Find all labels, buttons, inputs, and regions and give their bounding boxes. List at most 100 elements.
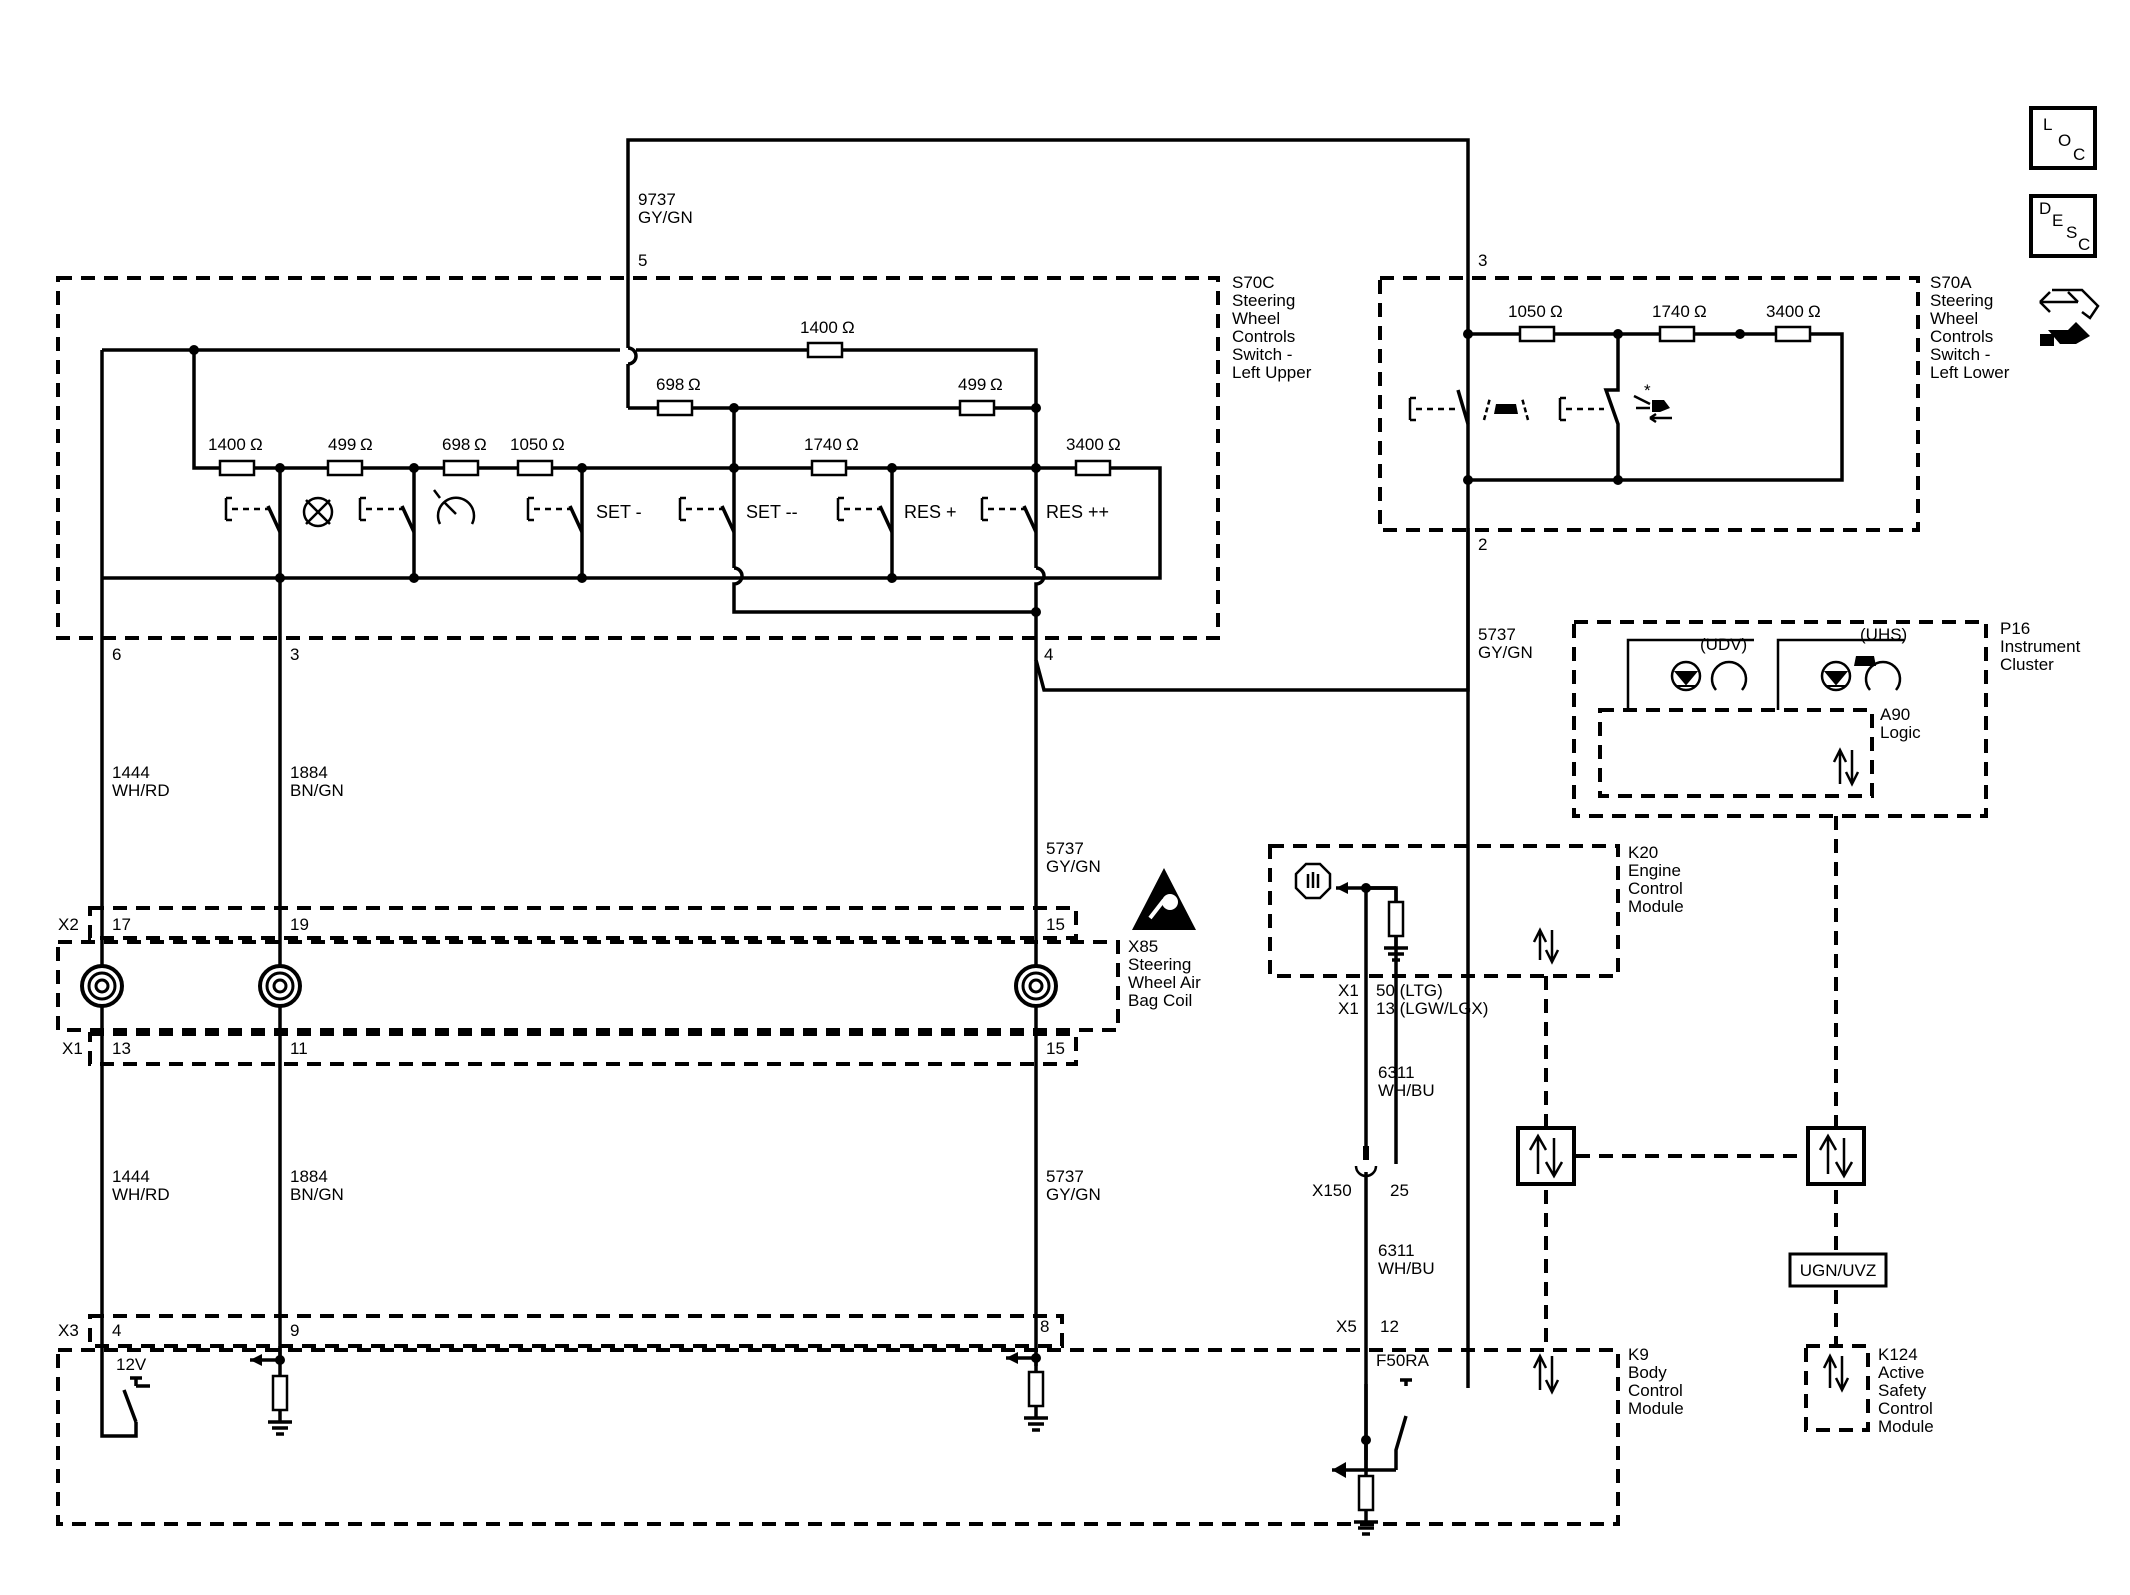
svg-text:2: 2 — [1478, 535, 1487, 554]
svg-text:Module: Module — [1628, 1399, 1684, 1418]
svg-text:WH/BU: WH/BU — [1378, 1081, 1435, 1100]
svg-text:12V: 12V — [116, 1355, 147, 1374]
switch-actuators-lower — [1408, 396, 1604, 422]
svg-text:Ω: Ω — [1694, 302, 1707, 321]
svg-text:Control: Control — [1628, 879, 1683, 898]
switch-actuators — [224, 496, 1026, 522]
svg-text:S70A: S70A — [1930, 273, 1972, 292]
svg-text:C: C — [2078, 235, 2090, 254]
svg-text:698: 698 — [442, 435, 470, 454]
svg-text:12: 12 — [1380, 1317, 1399, 1336]
svg-text:1050: 1050 — [510, 435, 548, 454]
distance-setting-icon: * — [1633, 381, 1672, 424]
svg-text:F50RA: F50RA — [1376, 1351, 1430, 1370]
svg-text:Control: Control — [1628, 1381, 1683, 1400]
svg-text:Ω: Ω — [688, 375, 701, 394]
svg-text:X85: X85 — [1128, 937, 1158, 956]
svg-text:5: 5 — [638, 251, 647, 270]
svg-text:4: 4 — [1044, 645, 1053, 664]
a90-logic: A90 Logic — [1598, 705, 1921, 798]
svg-text:17: 17 — [112, 915, 131, 934]
svg-text:13 (LGW/LGX): 13 (LGW/LGX) — [1376, 999, 1488, 1018]
svg-text:Left Lower: Left Lower — [1930, 363, 2010, 382]
svg-text:L: L — [2043, 115, 2052, 134]
svg-text:Ω: Ω — [1808, 302, 1821, 321]
coil-spiral-icon — [80, 964, 124, 1008]
switch-label-res-plus: RES + — [904, 502, 957, 522]
svg-text:X5: X5 — [1336, 1317, 1357, 1336]
uhs-indicator: (UHS) — [1776, 625, 1907, 710]
svg-text:9: 9 — [290, 1321, 299, 1340]
svg-text:Body: Body — [1628, 1363, 1667, 1382]
svg-text:Control: Control — [1878, 1399, 1933, 1418]
svg-text:1050: 1050 — [1508, 302, 1546, 321]
svg-text:Ω: Ω — [990, 375, 1003, 394]
svg-text:499: 499 — [328, 435, 356, 454]
airbag-warning-icon — [1132, 868, 1196, 930]
svg-text:Cluster: Cluster — [2000, 655, 2054, 674]
lane-keep-icon — [1482, 397, 1530, 421]
option-code-box: UGN/UVZ — [1788, 1252, 1888, 1288]
svg-text:UGN/UVZ: UGN/UVZ — [1800, 1261, 1877, 1280]
svg-text:Steering: Steering — [1128, 955, 1191, 974]
svg-text:C: C — [2073, 145, 2085, 164]
svg-text:X1: X1 — [62, 1039, 83, 1058]
svg-text:1400: 1400 — [208, 435, 246, 454]
svg-text:Ω: Ω — [846, 435, 859, 454]
svg-text:Safety: Safety — [1878, 1381, 1927, 1400]
desc-button[interactable]: D E S C — [2029, 194, 2097, 258]
svg-text:Ω: Ω — [250, 435, 263, 454]
svg-text:1740: 1740 — [804, 435, 842, 454]
wire-9737 — [626, 138, 1470, 1388]
svg-text:6311: 6311 — [1378, 1063, 1415, 1082]
svg-text:15: 15 — [1046, 1039, 1065, 1058]
svg-text:K124: K124 — [1878, 1345, 1918, 1364]
svg-text:X2: X2 — [58, 915, 79, 934]
svg-text:698: 698 — [656, 375, 684, 394]
s70a-switch-module: S70A Steering Wheel Controls Switch - Le… — [1378, 273, 2010, 532]
svg-text:15: 15 — [1046, 915, 1065, 934]
svg-text:WH/RD: WH/RD — [112, 1185, 170, 1204]
svg-text:E: E — [2052, 211, 2063, 230]
svg-text:WH/RD: WH/RD — [112, 781, 170, 800]
svg-text:8: 8 — [1040, 1317, 1049, 1336]
svg-text:Steering: Steering — [1232, 291, 1295, 310]
cruise-speedometer-icon — [433, 489, 476, 525]
svg-text:X1: X1 — [1338, 999, 1359, 1018]
k20-engine-control-module: K20 Engine Control Module — [1268, 843, 1684, 978]
svg-text:A90: A90 — [1880, 705, 1910, 724]
svg-text:GY/GN: GY/GN — [1046, 1185, 1101, 1204]
svg-text:Controls: Controls — [1232, 327, 1295, 346]
svg-text:1444: 1444 — [112, 763, 150, 782]
svg-text:BN/GN: BN/GN — [290, 781, 344, 800]
svg-text:5737: 5737 — [1046, 1167, 1084, 1186]
svg-text:11: 11 — [290, 1039, 308, 1058]
serial-data-gateway-icon — [1516, 1126, 1576, 1186]
svg-text:Left Upper: Left Upper — [1232, 363, 1312, 382]
svg-text:4: 4 — [112, 1321, 121, 1340]
svg-text:K9: K9 — [1628, 1345, 1649, 1364]
svg-text:Logic: Logic — [1880, 723, 1921, 742]
s70c-label: S70C — [1232, 273, 1275, 292]
switch-label-set-minus: SET - — [596, 502, 642, 522]
x85-airbag-coil: X85 Steering Wheel Air Bag Coil — [56, 906, 1201, 1066]
loc-button[interactable]: L O C — [2029, 106, 2097, 170]
svg-text:Bag Coil: Bag Coil — [1128, 991, 1192, 1010]
svg-text:K20: K20 — [1628, 843, 1658, 862]
svg-text:Ω: Ω — [474, 435, 487, 454]
svg-text:*: * — [1644, 381, 1651, 400]
svg-text:Wheel: Wheel — [1232, 309, 1280, 328]
svg-text:3: 3 — [1478, 251, 1487, 270]
svg-text:3: 3 — [290, 645, 299, 664]
svg-text:5737: 5737 — [1046, 839, 1084, 858]
svg-text:9737: 9737 — [638, 190, 676, 209]
svg-text:S: S — [2066, 223, 2077, 242]
svg-text:D: D — [2039, 199, 2051, 218]
connector-navigation-icon[interactable] — [2039, 288, 2100, 346]
svg-text:6311: 6311 — [1378, 1241, 1415, 1260]
svg-text:1884: 1884 — [290, 1167, 328, 1186]
svg-text:Module: Module — [1628, 897, 1684, 916]
switch-label-res-plus2: RES ++ — [1046, 502, 1109, 522]
svg-text:3400: 3400 — [1766, 302, 1804, 321]
svg-text:GY/GN: GY/GN — [1478, 643, 1533, 662]
